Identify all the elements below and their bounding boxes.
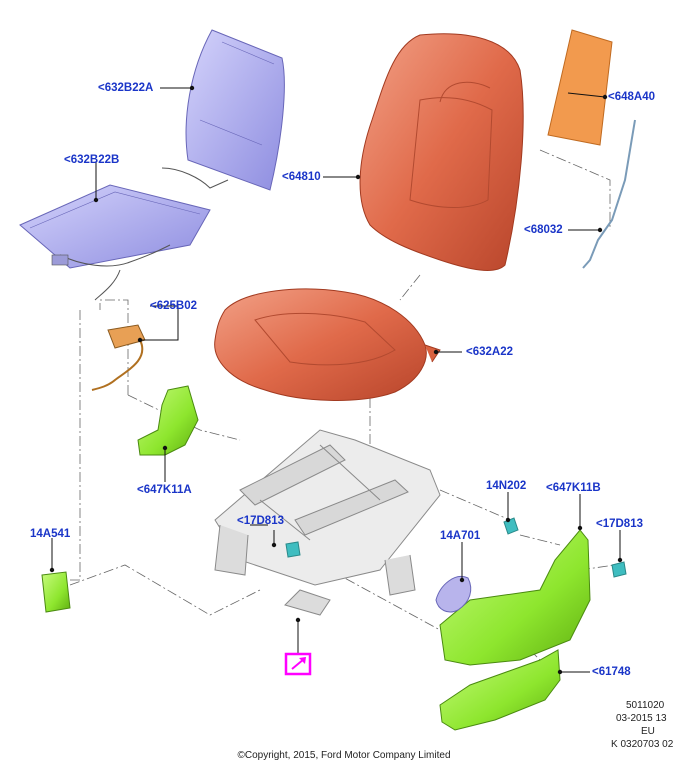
- footer-code-3: EU: [641, 726, 655, 737]
- footer-code-1: 5011020: [626, 700, 665, 711]
- callout-625b02[interactable]: <625B02: [150, 300, 197, 312]
- assembly-line: [127, 394, 241, 441]
- callout-17d813-left[interactable]: <17D813: [237, 515, 284, 527]
- callout-648a40[interactable]: <648A40: [608, 91, 655, 103]
- left-cover-part: [41, 571, 71, 613]
- left-inner-shield-part: [137, 385, 199, 456]
- bolt-part-right: [611, 561, 627, 578]
- recliner-knob-part: [435, 576, 472, 613]
- callout-632b22a[interactable]: <632B22A: [98, 82, 154, 94]
- callout-14a701[interactable]: 14A701: [440, 530, 481, 542]
- callout-61748[interactable]: <61748: [592, 666, 631, 678]
- arrow-up-right-icon: [291, 657, 306, 670]
- footer-code-4: K 0320703 02: [611, 739, 674, 750]
- leader-dots: [49, 85, 623, 675]
- assembly-line: [99, 299, 129, 395]
- callout-647k11a[interactable]: <647K11A: [137, 484, 192, 496]
- lower-trim-part: [439, 649, 561, 731]
- leader-line: [567, 92, 606, 98]
- callout-68032[interactable]: <68032: [524, 224, 563, 236]
- backrest-pad-part: [547, 29, 613, 146]
- callout-14n202[interactable]: 14N202: [486, 480, 527, 492]
- assembly-line: [69, 564, 261, 616]
- callout-647k11b[interactable]: <647K11B: [546, 482, 601, 494]
- heater-module-part: [91, 324, 146, 391]
- assembly-line: [439, 489, 511, 521]
- seat-frame-part: [214, 429, 441, 616]
- wire-rod-part: [582, 119, 636, 269]
- leader-lines: [51, 87, 621, 673]
- copyright-notice: ©Copyright, 2015, Ford Motor Company Lim…: [237, 750, 451, 761]
- assembly-line: [329, 569, 441, 631]
- assembly-line: [519, 534, 561, 546]
- callout-632b22b[interactable]: <632B22B: [64, 154, 120, 166]
- bolt-part-left: [285, 541, 301, 558]
- callout-64810[interactable]: <64810: [282, 171, 321, 183]
- callout-632a22[interactable]: <632A22: [466, 346, 513, 358]
- backrest-cover-part: [161, 29, 285, 191]
- callout-14a541[interactable]: 14A541: [30, 528, 71, 540]
- cushion-cover-part: [19, 184, 211, 301]
- callout-17d813-right[interactable]: <17D813: [596, 518, 643, 530]
- backrest-foam-part: [359, 33, 524, 271]
- assembly-line: [539, 149, 611, 230]
- highlight-box[interactable]: [284, 652, 312, 676]
- footer-code-2: 03-2015 13: [616, 713, 667, 724]
- leader-line: [140, 305, 179, 341]
- seat-cushion-part: [214, 288, 441, 401]
- assembly-line: [399, 274, 421, 301]
- right-shield-part: [439, 529, 591, 666]
